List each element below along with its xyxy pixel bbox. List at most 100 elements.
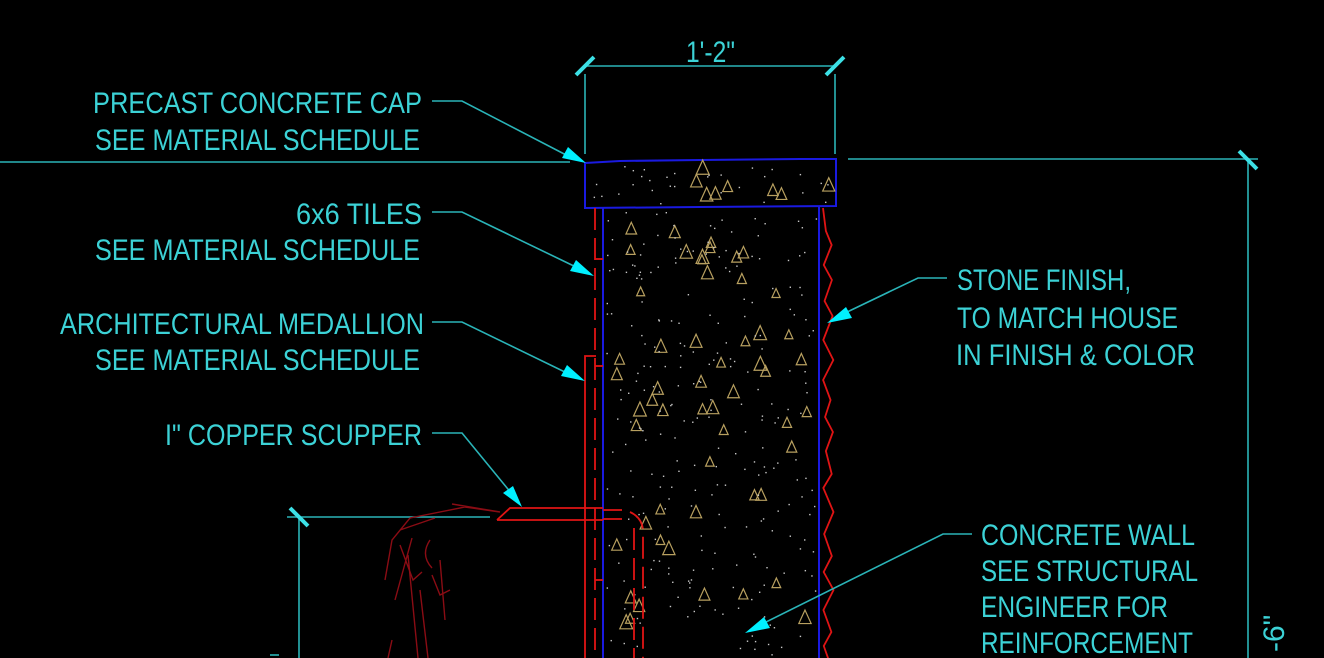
- concrete-wall: [593, 158, 836, 658]
- aggregate-mark: [704, 455, 716, 467]
- aggregate-dot: [606, 587, 609, 589]
- aggregate-dot: [780, 646, 783, 649]
- aggregate-mark: [653, 337, 668, 353]
- aggregate-dot: [799, 173, 802, 176]
- aggregate-dot: [652, 385, 655, 388]
- aggregate-dot: [793, 314, 796, 316]
- aggregate-dot: [753, 553, 755, 555]
- aggregate-mark: [624, 611, 636, 624]
- aggregate-mark: [726, 383, 741, 399]
- aggregate-dot: [670, 404, 672, 407]
- aggregate-dot: [799, 548, 802, 550]
- aggregate-mark: [635, 285, 646, 297]
- aggregate-dot: [638, 427, 641, 429]
- aggregate-dot: [765, 471, 767, 474]
- aggregate-dot: [759, 334, 762, 337]
- aggregate-dot: [724, 526, 726, 529]
- aggregate-dot: [725, 267, 727, 269]
- aggregate-dot: [814, 590, 817, 592]
- aggregate-mark: [698, 586, 711, 601]
- aggregate-dot: [796, 479, 799, 481]
- aggregate-dot: [753, 461, 756, 463]
- aggregate-dot: [645, 439, 647, 441]
- aggregate-dot: [624, 443, 627, 446]
- stone-finish: [822, 207, 835, 658]
- aggregate-mark: [781, 415, 793, 429]
- aggregate-dot: [744, 468, 746, 471]
- aggregate-dot: [717, 447, 720, 449]
- aggregate-dot: [718, 256, 720, 258]
- aggregate-dot: [801, 294, 803, 296]
- aggregate-mark: [736, 272, 748, 285]
- aggregate-mark: [632, 400, 648, 417]
- aggregate-dot: [606, 302, 609, 305]
- aggregate-dot: [593, 196, 596, 199]
- aggregate-dot: [747, 371, 749, 373]
- aggregate-dot: [771, 530, 774, 532]
- aggregate-dot: [754, 217, 756, 220]
- aggregate-mark: [795, 352, 808, 366]
- aggregate-mark: [689, 503, 703, 519]
- aggregate-dot: [636, 645, 638, 648]
- aggregate-mark: [625, 243, 637, 256]
- aggregate-dot: [651, 189, 654, 192]
- height-dimension: -6": [848, 149, 1291, 658]
- aggregate-dot: [801, 227, 804, 229]
- aggregate-mark: [695, 247, 710, 265]
- aggregate-dot: [766, 567, 768, 569]
- aggregate-dot: [705, 253, 707, 255]
- svg-text:ARCHITECTURAL MEDALLION: ARCHITECTURAL MEDALLION: [60, 308, 424, 341]
- aggregate-dot: [763, 201, 765, 204]
- aggregate-dot: [728, 270, 731, 273]
- aggregate-dot: [718, 513, 720, 516]
- aggregate-dot: [639, 254, 642, 256]
- aggregate-dot: [769, 624, 771, 626]
- aggregate-dot: [671, 486, 673, 488]
- aggregate-dot: [637, 372, 639, 375]
- aggregate-mark: [752, 324, 768, 341]
- aggregate-dot: [751, 255, 753, 258]
- aggregate-dot: [659, 433, 662, 435]
- aggregate-dot: [724, 484, 727, 486]
- aggregate-dot: [662, 475, 665, 477]
- aggregate-dot: [632, 496, 634, 498]
- aggregate-dot: [811, 489, 813, 492]
- aggregate-mark: [718, 423, 730, 436]
- aggregate-dot: [660, 203, 662, 205]
- aggregate-dot: [656, 213, 658, 216]
- aggregate-dot: [805, 382, 807, 384]
- aggregate-dot: [820, 182, 822, 185]
- aggregate-dot: [664, 508, 667, 510]
- aggregate-dot: [632, 184, 634, 186]
- aggregate-dot: [710, 399, 712, 401]
- aggregate-dot: [751, 635, 754, 637]
- aggregate-mark: [695, 158, 711, 175]
- aggregate-dot: [623, 642, 625, 645]
- aggregate-dot: [649, 179, 651, 182]
- aggregate-dot: [642, 429, 644, 432]
- aggregate-dot: [635, 380, 638, 382]
- aggregate-dot: [802, 192, 804, 194]
- aggregate-dot: [611, 239, 614, 241]
- aggregate-dot: [639, 271, 642, 273]
- aggregate-dot: [732, 586, 735, 589]
- aggregate-dot: [740, 403, 743, 405]
- note-concrete-wall: CONCRETE WALL SEE STRUCTURAL ENGINEER FO…: [745, 519, 1198, 658]
- leader-arrow: [827, 307, 852, 323]
- aggregate-dot: [643, 365, 645, 367]
- aggregate-dot: [812, 330, 814, 332]
- aggregate-dot: [674, 257, 677, 259]
- aggregate-mark: [748, 488, 761, 501]
- aggregate-dot: [630, 470, 632, 472]
- aggregate-dot: [777, 510, 779, 512]
- aggregate-dot: [693, 464, 696, 467]
- aggregate-dot: [664, 365, 666, 368]
- aggregate-dot: [601, 195, 603, 198]
- aggregate-dot: [806, 392, 808, 394]
- aggregate-mark: [632, 597, 646, 613]
- aggregate-mark: [775, 186, 788, 201]
- svg-text:TO MATCH HOUSE: TO MATCH HOUSE: [957, 302, 1178, 335]
- aggregate-dot: [800, 412, 802, 415]
- aggregate-dot: [767, 643, 770, 646]
